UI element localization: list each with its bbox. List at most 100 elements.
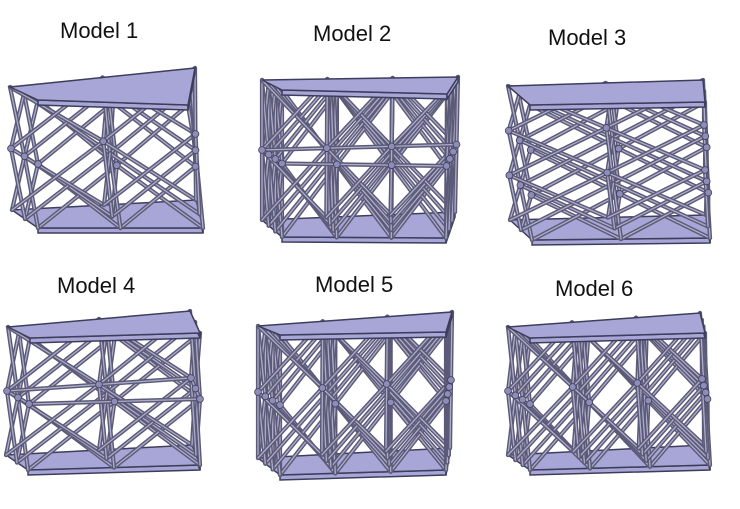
node [20, 152, 29, 161]
strut-highlight [9, 86, 26, 157]
node [14, 393, 22, 402]
strut-highlight [641, 385, 705, 456]
strut-highlight [332, 158, 393, 232]
strut-highlight [5, 383, 100, 456]
node [95, 380, 103, 389]
strut-highlight [508, 130, 521, 186]
node [254, 388, 262, 396]
node [515, 136, 524, 145]
top-plate [261, 76, 460, 95]
strut-highlight [531, 193, 621, 241]
node [585, 398, 593, 407]
strut-highlight [98, 377, 192, 451]
node [700, 121, 708, 129]
strut-highlight [390, 165, 448, 239]
node [703, 395, 712, 403]
model-5-lattice [254, 309, 455, 481]
strut-highlight [572, 382, 638, 453]
node [191, 130, 200, 138]
strut-highlight [325, 147, 328, 218]
node [633, 379, 642, 387]
node [442, 397, 450, 405]
strut-highlight [530, 102, 619, 151]
top-plate [257, 311, 454, 336]
node [446, 155, 454, 163]
node [187, 374, 195, 382]
strut-highlight [336, 164, 393, 238]
strut-highlight [321, 383, 388, 456]
node [518, 395, 527, 404]
node [112, 161, 121, 170]
node [527, 191, 536, 199]
node [644, 396, 653, 405]
strut-highlight [390, 331, 447, 403]
model-3-lattice [504, 77, 713, 246]
strut-highlight [103, 133, 197, 206]
top-plate [506, 79, 706, 106]
model-5-title: Model 5 [315, 272, 394, 297]
model-3-title: Model 3 [548, 25, 627, 50]
strut-highlight [113, 398, 201, 469]
strut-highlight [11, 140, 104, 211]
node [323, 144, 331, 152]
node [614, 144, 623, 153]
node [191, 384, 200, 393]
strut-highlight [612, 135, 706, 184]
strut-highlight [620, 192, 709, 240]
strut-highlight [645, 391, 707, 462]
node [191, 162, 200, 171]
strut-highlight [325, 145, 393, 218]
node [701, 132, 710, 140]
strut-highlight [257, 387, 323, 459]
node [268, 396, 277, 405]
node [504, 387, 512, 395]
node [511, 391, 520, 400]
strut-highlight [390, 145, 393, 216]
strut-highlight [606, 172, 616, 229]
strut-highlight [449, 379, 452, 449]
strut-highlight [520, 182, 615, 231]
strut-highlight [638, 378, 703, 449]
model-1-lattice [7, 65, 206, 234]
node [445, 383, 454, 391]
strut-highlight [390, 400, 447, 473]
strut-highlight [37, 164, 118, 229]
strut-highlight [385, 383, 388, 452]
node [526, 400, 534, 408]
node [698, 375, 706, 383]
top-plate [5, 310, 202, 339]
node [505, 171, 514, 180]
model-1-title: Model 1 [60, 18, 139, 43]
node [264, 150, 273, 159]
strut-highlight [24, 152, 111, 220]
node [701, 388, 710, 397]
node [616, 190, 624, 198]
node [7, 144, 15, 153]
strut-highlight [190, 377, 197, 456]
node [382, 380, 391, 388]
node [25, 400, 33, 408]
strut-highlight [281, 162, 448, 167]
strut-highlight [530, 148, 620, 196]
strut-highlight [23, 92, 39, 165]
model-6-title: Model 6 [555, 276, 634, 301]
strut-highlight [606, 124, 705, 174]
strut-highlight [261, 147, 328, 221]
strut-highlight [607, 169, 706, 219]
strut-highlight [261, 149, 283, 165]
node [568, 383, 577, 391]
strut-highlight [37, 101, 114, 165]
strut-highlight [386, 386, 450, 459]
strut-highlight [388, 393, 449, 466]
node [196, 395, 204, 403]
strut-highlight [508, 127, 607, 176]
node [333, 160, 341, 169]
strut-highlight [450, 311, 453, 381]
node [276, 401, 284, 409]
strut-highlight [113, 332, 201, 403]
node [386, 398, 395, 407]
node [110, 397, 119, 406]
strut-highlight [385, 379, 452, 452]
strut-highlight [509, 172, 608, 221]
node [442, 162, 451, 170]
